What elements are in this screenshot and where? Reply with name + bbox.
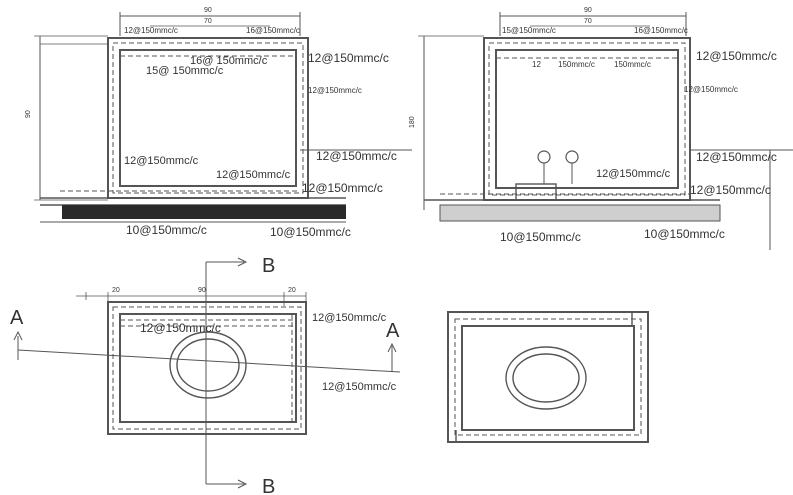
rebar-label: 12@150mmc/c xyxy=(312,312,387,324)
rebar-label: 12@150mmc/c xyxy=(308,51,389,65)
rebar-label: 12@150mmc/c xyxy=(684,85,738,94)
right-section xyxy=(418,12,793,250)
rebar-label: 10@150mmc/c xyxy=(500,230,581,244)
rebar-label: 12@150mmc/c xyxy=(216,169,291,181)
section-mark-a: A xyxy=(10,307,24,329)
left-plan xyxy=(13,257,401,489)
section-mark-b: B xyxy=(262,476,275,495)
rebar-label: 12@150mmc/c xyxy=(322,381,397,393)
rebar-label: 12@150mmc/c xyxy=(124,26,178,35)
rebar-label: 12@150mmc/c xyxy=(308,86,362,95)
dim-text: 90 xyxy=(204,7,212,14)
rebar-label: 12@150mmc/c xyxy=(690,183,771,197)
rebar-label: 12@150mmc/c xyxy=(696,49,777,63)
dim-text: 90 xyxy=(25,110,32,118)
rebar-label: 10@150mmc/c xyxy=(644,227,725,241)
rebar-label: 12@150mmc/c xyxy=(140,321,221,335)
rebar-label: 12 xyxy=(532,60,541,69)
rebar-label: 150mmc/c xyxy=(558,60,595,69)
dim-text: 90 xyxy=(198,287,206,294)
rebar-label: 150mmc/c xyxy=(614,60,651,69)
rebar-label: 12@150mmc/c xyxy=(696,150,777,164)
rebar-label: 12@150mmc/c xyxy=(124,155,199,167)
base-slab-dark xyxy=(62,205,346,219)
dim-text: 70 xyxy=(584,18,592,25)
dim-text: 20 xyxy=(288,287,296,294)
section-mark-b: B xyxy=(262,255,275,277)
dim-text: 90 xyxy=(584,7,592,14)
dim-text: 20 xyxy=(112,287,120,294)
rebar-label: 15@ 150mmc/c xyxy=(146,65,224,77)
section-mark-a: A xyxy=(386,320,400,342)
right-plan xyxy=(447,311,649,443)
dim-text: 180 xyxy=(409,116,416,128)
rebar-label: 12@150mmc/c xyxy=(316,149,397,163)
rebar-label: 15@150mmc/c xyxy=(502,26,556,35)
rebar-label: 16@150mmc/c xyxy=(246,26,300,35)
dim-text: 70 xyxy=(204,18,212,25)
rebar-label: 16@150mmc/c xyxy=(634,26,688,35)
rebar-label: 10@150mmc/c xyxy=(126,223,207,237)
rebar-label: 10@150mmc/c xyxy=(270,225,351,239)
rebar-label: 12@150mmc/c xyxy=(596,168,671,180)
rebar-label: 16@ 150mmc/c xyxy=(190,55,268,67)
rebar-label: 12@150mmc/c xyxy=(302,181,383,195)
base-slab-gravel xyxy=(439,204,721,222)
